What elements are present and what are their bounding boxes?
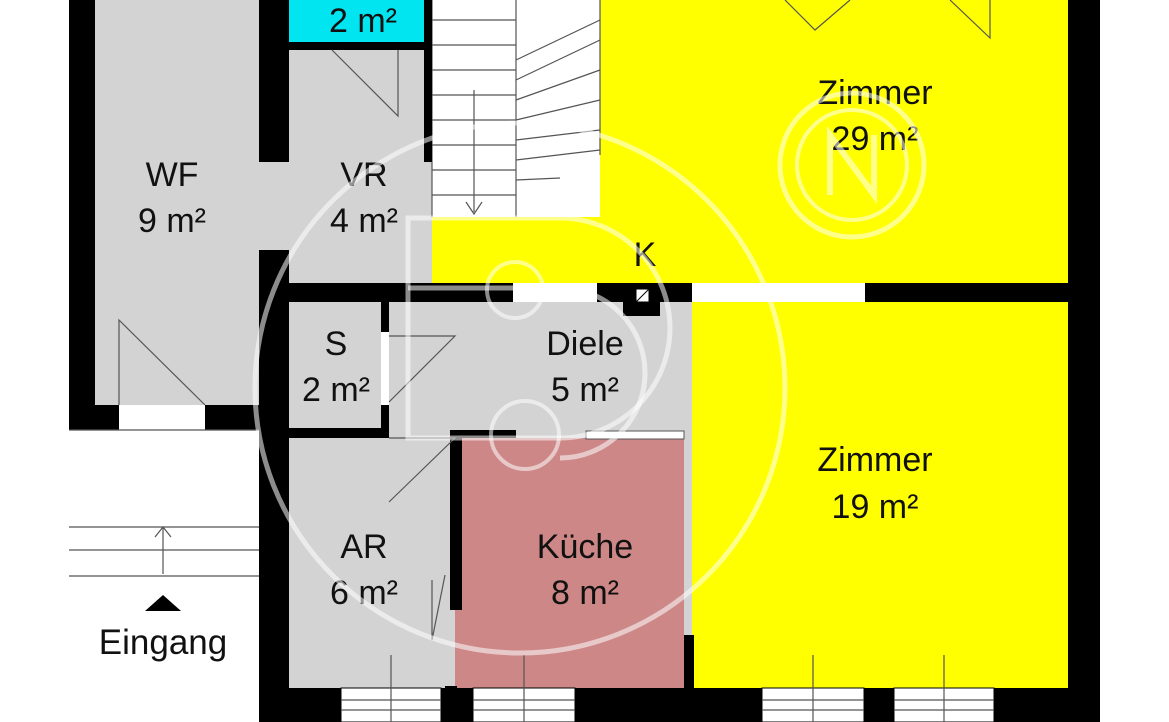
hall-connector-fill [259, 162, 289, 250]
entrance-arrow-icon [145, 595, 181, 611]
room-label-diele-name: Diele [546, 325, 623, 363]
zimmer-19-fill [692, 302, 1068, 690]
room-label-wf-name: WF [146, 156, 199, 194]
s-fill [289, 302, 381, 428]
room-label-kueche-area: 8 m² [551, 574, 619, 612]
kitchen-edge-fill [684, 438, 692, 638]
diele-fill [389, 302, 692, 438]
room-label-zimmer2-area: 19 m² [832, 488, 919, 526]
ar-fill [289, 438, 455, 688]
entrance: Eingang [69, 429, 259, 662]
wf-fill [95, 0, 259, 405]
room-label-s-name: S [325, 325, 348, 363]
windows [340, 430, 995, 722]
room-label-diele-area: 5 m² [551, 371, 619, 409]
room-label-zimmer2-name: Zimmer [817, 441, 932, 479]
outer-wall-right [1068, 0, 1100, 722]
room-label-kueche-name: Küche [537, 528, 633, 566]
room-label-wf-area: 9 m² [138, 202, 206, 240]
room-label-s-area: 2 m² [302, 371, 370, 409]
outer-wall-left [69, 0, 95, 430]
room-label-bad-area: 2 m² [329, 2, 397, 40]
room-label-vr-area: 4 m² [330, 202, 398, 240]
room-labels: 2 m² WF 9 m² VR 4 m² Zimmer 29 m² S 2 m²… [138, 2, 933, 612]
entrance-label: Eingang [99, 623, 227, 662]
logo-watermark-icon [252, 90, 927, 656]
staircase [431, 0, 601, 217]
room-label-ar-name: AR [340, 528, 387, 566]
bath-fill [289, 0, 424, 42]
